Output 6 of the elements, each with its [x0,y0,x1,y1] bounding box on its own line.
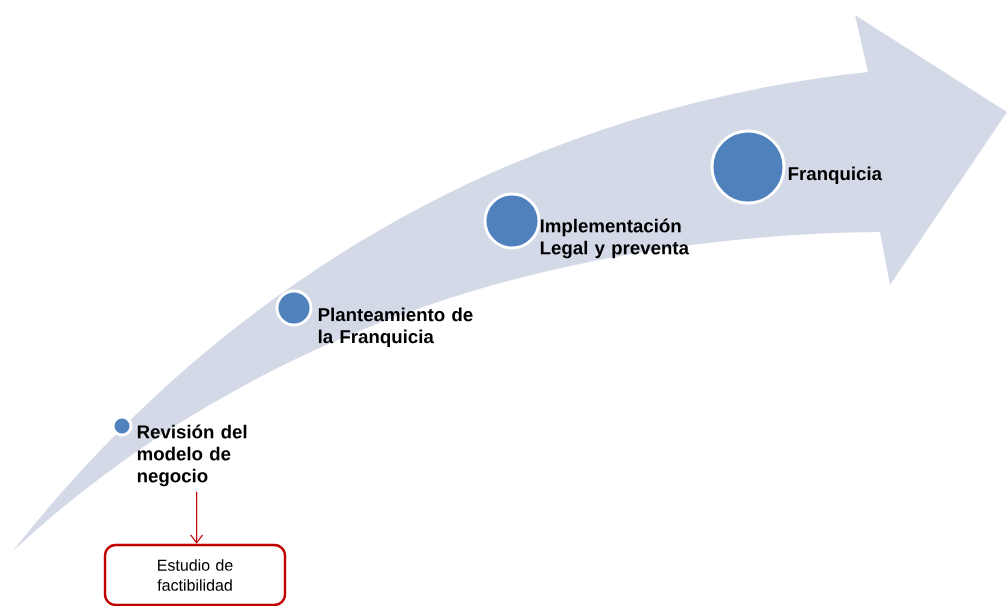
process-box: Estudio de factibilidad [103,543,287,606]
milestone-label: Implementación Legal y preventa [540,218,690,259]
milestone-label: Planteamiento de la Franquicia [318,307,473,347]
milestone-label: Revisión del modelo de negocio [137,424,247,487]
milestone-label: Franquicia [788,166,883,184]
arrow [190,491,204,544]
